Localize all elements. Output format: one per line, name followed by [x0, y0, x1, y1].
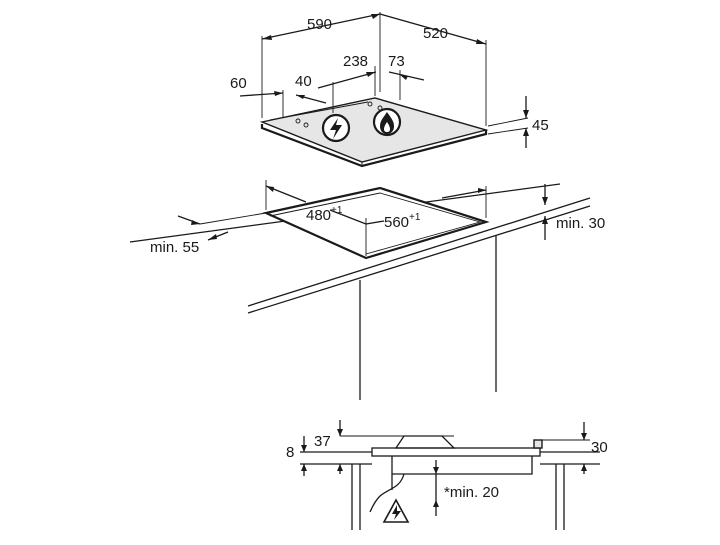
dim-min-30: min. 30 — [556, 215, 605, 232]
dim-knob-40: 40 — [295, 73, 312, 90]
dim-min-55: min. 55 — [150, 239, 199, 256]
hob-section-body — [391, 456, 533, 475]
dim-offset-73: 73 — [388, 53, 405, 70]
hob-top-view — [259, 97, 489, 168]
lightning-bolt-icon — [321, 113, 351, 143]
dim-width-590: 590 — [307, 16, 332, 33]
hob-surface — [259, 97, 489, 163]
flame-icon — [372, 107, 402, 137]
gas-pipe — [369, 473, 405, 513]
section-dimensions: 8 37 30 *min. 20 — [286, 420, 608, 516]
cutout-dimensions: 480+1 560+1 min. 55 min. 30 — [150, 180, 605, 256]
dim-section-37: 37 — [314, 433, 331, 450]
dim-height-45: 45 — [532, 117, 549, 134]
hob-section-top — [371, 447, 541, 457]
worktop — [129, 183, 591, 400]
dim-depth-520: 520 — [423, 25, 448, 42]
dim-section-min-20: *min. 20 — [444, 484, 499, 501]
dim-cutout-480: 480+1 — [306, 205, 343, 224]
section-view — [300, 435, 600, 530]
dim-cutout-560: 560+1 — [384, 212, 421, 231]
burner-section — [394, 435, 456, 449]
dim-offset-238: 238 — [343, 53, 368, 70]
dim-side-60: 60 — [230, 75, 247, 92]
electrical-hazard-warning-icon — [382, 498, 410, 523]
dim-section-30: 30 — [591, 439, 608, 456]
top-view-dimensions: 590 520 238 73 60 40 45 — [230, 12, 549, 148]
dim-section-8: 8 — [286, 444, 294, 461]
